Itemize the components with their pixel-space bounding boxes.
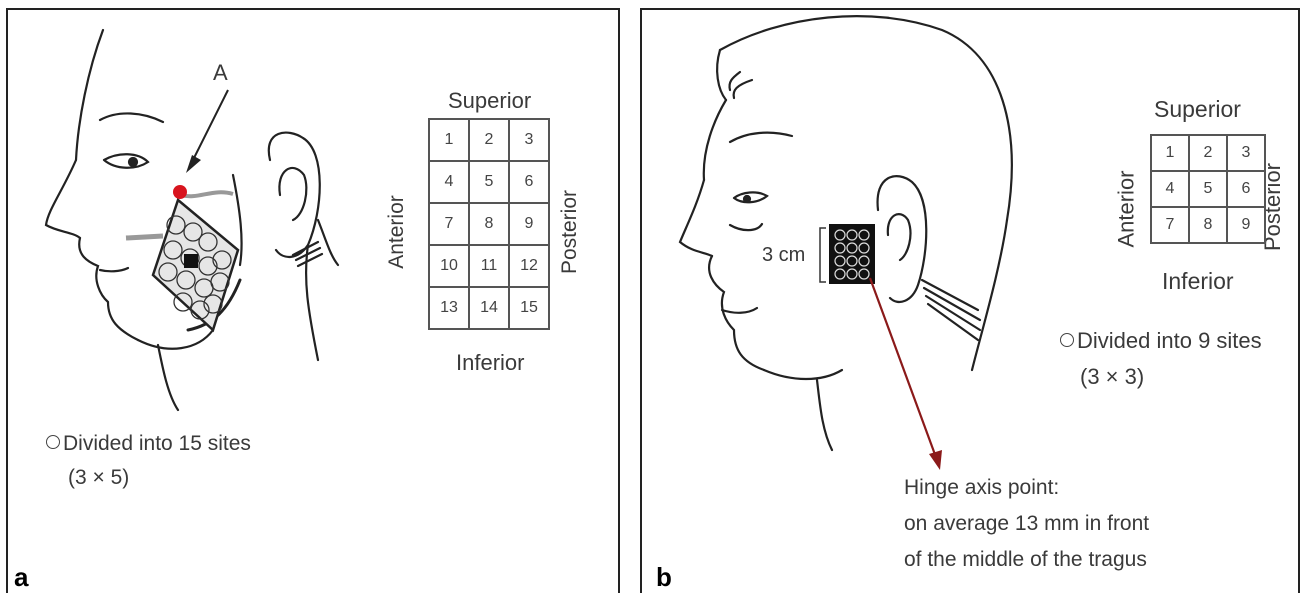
skull-outline [720,16,1012,220]
grid-cell: 5 [1189,171,1227,207]
grid-cell: 9 [509,203,549,245]
hinge-arrowhead [929,450,942,470]
marker-label-a: A [213,60,228,86]
note-text-a: Divided into 15 sites [63,432,251,455]
nose-line-b [680,180,712,256]
grid-cell: 7 [429,203,469,245]
grid-cell: 15 [509,287,549,329]
panel-letter-b: b [656,562,672,593]
grid-cell: 6 [1227,171,1265,207]
note-text-b: Divided into 9 sites [1077,328,1262,353]
jaw-line [138,330,213,349]
grid-bottom-label-b: Inferior [1162,268,1234,295]
grid-cell: 7 [1151,207,1189,243]
ear-outline-a [269,133,320,257]
grid-cell: 9 [1227,207,1265,243]
grid-cell: 10 [429,245,469,287]
grid-cell: 8 [1189,207,1227,243]
measurement-region-b [820,225,874,283]
note-line1-b: Divided into 9 sites [1060,328,1262,354]
grid-cell: 11 [469,245,509,287]
hinge-arrow-line [870,278,937,460]
grid-right-label-a: Posterior [558,190,582,274]
grid-cell: 13 [429,287,469,329]
grid-cell: 12 [509,245,549,287]
grid-cell: 4 [429,161,469,203]
grid-cell: 2 [469,119,509,161]
neck-front-line [158,345,178,410]
marker-arrow-a [193,90,228,160]
grid-top-label-a: Superior [448,88,531,114]
bullet-circle-icon [1060,333,1074,347]
marker-arrowhead-a [186,155,201,173]
panel-a: A Superior Inferior Anterior Posterior 1… [6,8,620,593]
grid-cell: 1 [1151,135,1189,171]
note-line2-a: (3 × 5) [68,466,129,490]
hinge-line1: Hinge axis point: [904,476,1059,500]
ear-outline-b [878,176,927,302]
grid-cell: 1 [429,119,469,161]
lips-chin-line [79,238,138,340]
size-bracket [820,228,826,282]
note-line1-a: Divided into 15 sites [46,432,251,456]
nose-line [46,160,80,238]
grid-cell: 5 [469,161,509,203]
note-line2-b: (3 × 3) [1080,364,1144,390]
grid-cell: 14 [469,287,509,329]
panel-letter-a: a [14,562,28,593]
grid-cell: 3 [509,119,549,161]
grid-cell: 8 [469,203,509,245]
grid-left-label-b: Anterior [1114,170,1140,247]
hinge-line2: on average 13 mm in front [904,512,1149,536]
hinge-line3: of the middle of the tragus [904,548,1147,572]
grid-cell: 2 [1189,135,1227,171]
grid-cell: 6 [509,161,549,203]
forehead-line [76,30,103,160]
grid-top-label-b: Superior [1154,96,1241,123]
grid-left-label-a: Anterior [385,195,409,269]
size-label-b: 3 cm [762,244,805,267]
bullet-circle-icon [46,435,60,449]
grid-cell: 4 [1151,171,1189,207]
grid-cell: 3 [1227,135,1265,171]
marker-point-a [173,185,187,199]
measurement-region-a [126,192,238,330]
grid-bottom-label-a: Inferior [456,350,524,376]
panel-b: 3 cm Superior Inferior Anterior Posterio… [640,8,1300,593]
